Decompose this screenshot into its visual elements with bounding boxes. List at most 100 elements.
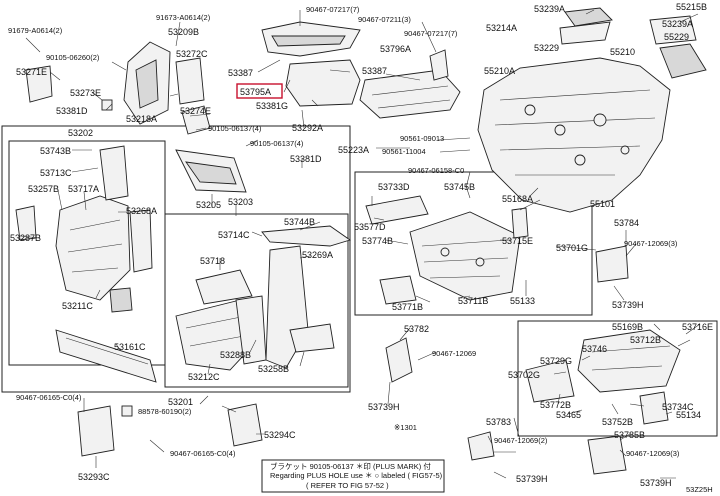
label-53712B: 53712B [630, 335, 661, 345]
label-53288B: 53288B [220, 350, 251, 360]
label-53211C: 53211C [62, 301, 93, 311]
dash-panel-55101 [477, 7, 707, 213]
label-53203: 53203 [228, 197, 253, 207]
label-53772B: 53772B [540, 400, 571, 410]
label-55168A: 55168A [502, 194, 533, 204]
label-53718: 53718 [200, 256, 225, 266]
note-refer[interactable]: ( REFER TO FIG 57-52 ) [306, 481, 389, 490]
label-90467-12069: 90467-12069 [432, 349, 476, 358]
label-53795A[interactable]: 53795A [240, 87, 271, 97]
label-53784: 53784 [614, 218, 639, 228]
label-90467-06165-C0: 90467-06165-C0(4) [16, 393, 82, 402]
label-53785B: 53785B [614, 430, 645, 440]
label-90105-06260: 90105-06260(2) [46, 53, 100, 62]
label-90467-12069-3-b: 90467-12069(3) [626, 449, 680, 458]
label-53239A: 53239A [534, 4, 565, 14]
note-en: Regarding PLUS HOLE use ＊ ○ labeled ( FI… [270, 471, 443, 480]
label-53783: 53783 [486, 417, 511, 427]
label-53743B: 53743B [40, 146, 71, 156]
box-dash-panel-right [354, 171, 593, 316]
label-90467-12069-2: 90467-12069(2) [494, 436, 548, 445]
label-53212C: 53212C [188, 372, 220, 382]
label-53733D: 53733D [378, 182, 410, 192]
label-91673-A0614: 91673-A0614(2) [156, 13, 211, 22]
upper-left-brackets [25, 41, 211, 135]
label-53782: 53782 [404, 324, 429, 334]
part-labels: 91679-A0614(2) 91673-A0614(2) 90467-0721… [8, 2, 713, 488]
label-53239A-b: 53239A [662, 19, 693, 29]
dash-panel-lower-parts [365, 195, 629, 305]
label-53202: 53202 [68, 128, 93, 138]
label-53702G: 53702G [508, 370, 540, 380]
label-53577D: 53577D [354, 222, 386, 232]
label-55215B: 55215B [676, 2, 707, 12]
label-53739H: 53739H [612, 300, 644, 310]
label-53745B: 53745B [444, 182, 475, 192]
highlight-box [236, 83, 283, 99]
box-left-assembly [1, 125, 351, 393]
lower-center-parts [77, 337, 495, 461]
label-53381D-b: 53381D [290, 154, 322, 164]
label-90467-12069-3: 90467-12069(3) [624, 239, 678, 248]
cowl-side-left-parts [15, 145, 153, 313]
label-53273E: 53273E [70, 88, 101, 98]
label-53746: 53746 [582, 344, 607, 354]
label-53387: 53387 [228, 68, 253, 78]
label-53294C: 53294C [264, 430, 296, 440]
label-53739H-d: 53739H [640, 478, 672, 488]
label-53381G: 53381G [256, 101, 288, 111]
label-53287B: 53287B [10, 233, 41, 243]
label-90467-06158-C0: 90467-06158-C0 [408, 166, 464, 175]
label-55210: 55210 [610, 47, 635, 57]
label-90467-06165-C0-b: 90467-06165-C0(4) [170, 449, 236, 458]
label-53269A: 53269A [302, 250, 333, 260]
leader-lines [19, 9, 701, 479]
label-53465: 53465 [556, 410, 581, 420]
label-53293C: 53293C [78, 472, 110, 482]
label-53161C: 53161C [114, 342, 146, 352]
label-53796A: 53796A [380, 44, 411, 54]
label-53209B: 53209B [168, 27, 199, 37]
label-53716E: 53716E [682, 322, 713, 332]
lower-rail-53161C [55, 149, 247, 383]
label-53201: 53201 [168, 397, 193, 407]
label-53752B: 53752B [602, 417, 633, 427]
label-53229: 53229 [534, 43, 559, 53]
label-53713C: 53713C [40, 168, 72, 178]
note-box: ブラケット 90105-06137 ＊印 (PLUS MARK) 付 Regar… [261, 459, 445, 493]
label-90467-07217-b: 90467-07217(7) [404, 29, 458, 38]
label-88578-60190: 88578-60190(2) [138, 407, 192, 416]
label-53714C: 53714C [218, 230, 250, 240]
label-55134: 55134 [676, 410, 701, 420]
label-53711B: 53711B [458, 296, 488, 306]
label-53717A: 53717A [68, 184, 99, 194]
label-53701G: 53701G [556, 243, 588, 253]
label-90467-07211: 90467-07211(3) [358, 15, 411, 24]
diagram-code: 53Z25H [686, 485, 713, 494]
label-55133: 55133 [510, 296, 535, 306]
label-90561-09013: 90561-09013 [400, 134, 444, 143]
label-53715E: 53715E [502, 236, 533, 246]
label-53774B: 53774B [362, 236, 393, 246]
label-53381D: 53381D [56, 106, 88, 116]
label-53739H-c: 53739H [516, 474, 548, 484]
label-90105-06137-b: 90105-06137(4) [250, 139, 304, 148]
label-53729G: 53729G [540, 356, 572, 366]
label-53734C: 53734C [662, 402, 694, 412]
label-90105-06137: 90105-06137(4) [208, 124, 262, 133]
label-55169B: 55169B [612, 322, 643, 332]
label-90467-07217: 90467-07217(7) [306, 5, 360, 14]
label-53271E: 53271E [16, 67, 47, 77]
label-55223A: 55223A [338, 145, 369, 155]
label-53771B: 53771B [392, 302, 423, 312]
label-53744B: 53744B [284, 217, 315, 227]
label-53268A: 53268A [126, 206, 157, 216]
label-53258B: 53258B [258, 364, 289, 374]
label-53218A: 53218A [126, 114, 157, 124]
label-ref-1301: ※1301 [394, 423, 417, 432]
label-90561-11004: 90561-11004 [382, 147, 426, 156]
cowl-top-panels [261, 21, 461, 119]
label-53387-b: 53387 [362, 66, 387, 76]
label-53739H-b: 53739H [368, 402, 400, 412]
